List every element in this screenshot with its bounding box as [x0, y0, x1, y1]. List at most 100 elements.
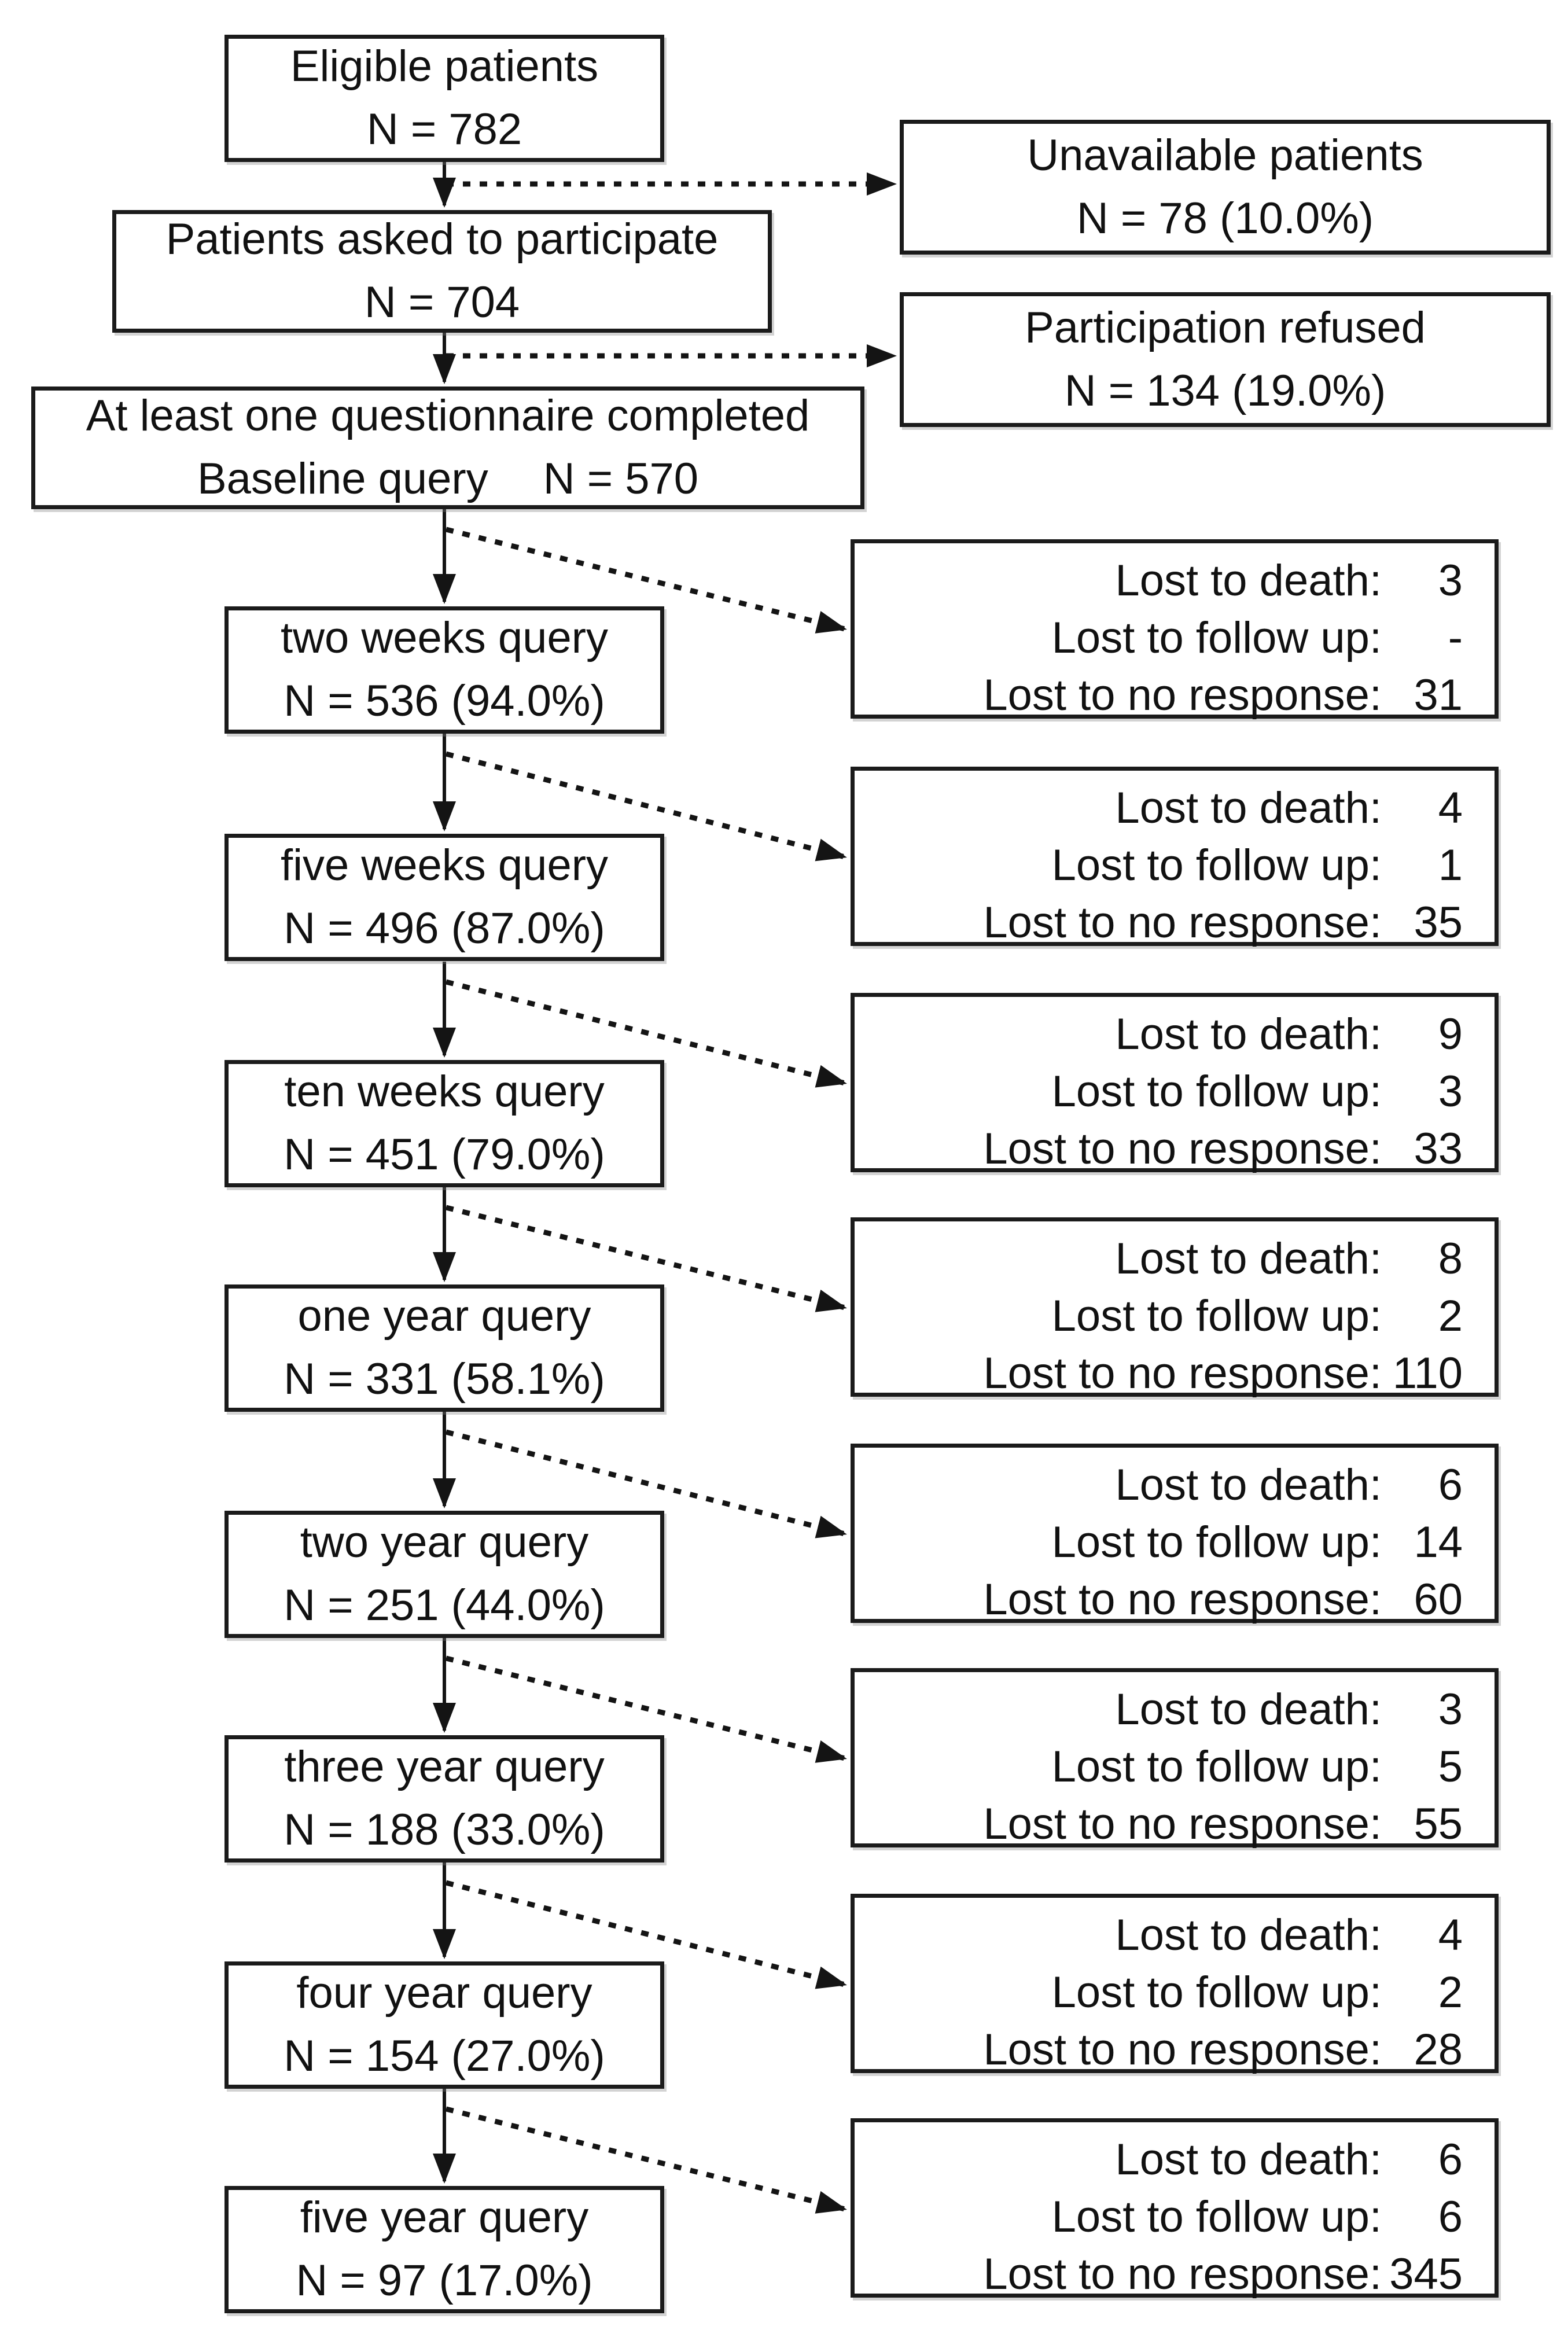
lost-value: 9: [1438, 1010, 1463, 1059]
box-title: Eligible patients: [290, 42, 599, 91]
lost-row-follow-up: Lost to follow up: 6: [878, 2189, 1463, 2246]
lost-label: Lost to no response:: [983, 2249, 1382, 2299]
lost-box-two-year: Lost to death: 6 Lost to follow up: 14 L…: [851, 1444, 1499, 1624]
lost-row-death: Lost to death: 6: [878, 2132, 1463, 2189]
lost-value: 14: [1414, 1517, 1463, 1567]
lost-row-follow-up: Lost to follow up: 2: [878, 1964, 1463, 2022]
lost-box-two-weeks: Lost to death: 3 Lost to follow up: - Lo…: [851, 539, 1499, 720]
lost-label: Lost to follow up:: [1051, 1291, 1382, 1341]
lost-row-follow-up: Lost to follow up: 5: [878, 1739, 1463, 1796]
baseline-query-box: At least one questionnaire completed Bas…: [31, 387, 864, 509]
stage-title: four year query: [296, 1968, 592, 2018]
lost-row-follow-up: Lost to follow up: 14: [878, 1514, 1463, 1571]
lost-value: 5: [1438, 1742, 1463, 1791]
lost-value: 6: [1438, 1460, 1463, 1510]
lost-value: 60: [1414, 1574, 1463, 1624]
box-title: Unavailable patients: [1027, 130, 1423, 180]
lost-value: 31: [1414, 670, 1463, 720]
lost-value: 8: [1438, 1234, 1463, 1283]
stage-box-ten-weeks: ten weeks query N = 451 (79.0%): [224, 1060, 664, 1187]
lost-row-death: Lost to death: 3: [878, 1681, 1463, 1739]
lost-value: 110: [1392, 1348, 1463, 1398]
lost-row-death: Lost to death: 6: [878, 1457, 1463, 1514]
baseline-second-line: Baseline query N = 570: [197, 451, 698, 508]
lost-box-one-year: Lost to death: 8 Lost to follow up: 2 Lo…: [851, 1217, 1499, 1398]
stage-title: three year query: [284, 1742, 605, 1792]
box-title: Patients asked to participate: [165, 215, 719, 264]
stage-box-three-year: three year query N = 188 (33.0%): [224, 1735, 664, 1863]
stage-n: N = 251 (44.0%): [284, 1581, 605, 1630]
lost-label: Lost to death:: [1115, 1685, 1382, 1734]
stage-box-four-year: four year query N = 154 (27.0%): [224, 1961, 664, 2089]
box-n: N = 78 (10.0%): [1076, 193, 1374, 243]
stage-box-one-year: one year query N = 331 (58.1%): [224, 1284, 664, 1412]
lost-row-follow-up: Lost to follow up: 1: [878, 837, 1463, 895]
lost-row-death: Lost to death: 3: [878, 553, 1463, 610]
lost-box-ten-weeks: Lost to death: 9 Lost to follow up: 3 Lo…: [851, 993, 1499, 1173]
lost-value: 1: [1438, 840, 1463, 890]
stage-n: N = 451 (79.0%): [284, 1130, 605, 1179]
lost-label: Lost to follow up:: [1051, 1066, 1382, 1116]
baseline-label: Baseline query: [197, 454, 488, 503]
lost-label: Lost to follow up:: [1051, 1517, 1382, 1567]
unavailable-patients-box: Unavailable patients N = 78 (10.0%): [900, 120, 1551, 255]
stage-title: two weeks query: [280, 613, 609, 663]
lost-value: 35: [1414, 897, 1463, 947]
lost-box-five-year: Lost to death: 6 Lost to follow up: 6 Lo…: [851, 2118, 1499, 2299]
lost-row-follow-up: Lost to follow up: 3: [878, 1063, 1463, 1121]
lost-value: 345: [1389, 2249, 1463, 2299]
lost-row-no-response: Lost to no response: 60: [878, 1571, 1463, 1629]
lost-value: 3: [1438, 556, 1463, 605]
lost-row-death: Lost to death: 9: [878, 1006, 1463, 1063]
stage-n: N = 188 (33.0%): [284, 1805, 605, 1854]
lost-row-no-response: Lost to no response: 345: [878, 2246, 1463, 2303]
lost-value: 4: [1438, 1911, 1463, 1960]
stage-box-two-year: two year query N = 251 (44.0%): [224, 1511, 664, 1638]
lost-row-no-response: Lost to no response: 110: [878, 1345, 1463, 1403]
lost-box-five-weeks: Lost to death: 4 Lost to follow up: 1 Lo…: [851, 767, 1499, 947]
lost-label: Lost to death:: [1115, 1460, 1382, 1510]
lost-box-three-year: Lost to death: 3 Lost to follow up: 5 Lo…: [851, 1668, 1499, 1849]
lost-value: 6: [1438, 2192, 1463, 2241]
box-title: Participation refused: [1025, 303, 1426, 352]
lost-value: -: [1448, 613, 1463, 662]
lost-value: 2: [1438, 1291, 1463, 1341]
lost-label: Lost to no response:: [983, 670, 1382, 720]
lost-value: 4: [1438, 783, 1463, 833]
stage-title: one year query: [297, 1291, 591, 1341]
lost-row-death: Lost to death: 8: [878, 1231, 1463, 1288]
lost-label: Lost to death:: [1115, 783, 1382, 833]
lost-row-death: Lost to death: 4: [878, 780, 1463, 837]
lost-box-four-year: Lost to death: 4 Lost to follow up: 2 Lo…: [851, 1894, 1499, 2074]
lost-row-no-response: Lost to no response: 35: [878, 895, 1463, 952]
eligible-patients-box: Eligible patients N = 782: [224, 35, 664, 162]
lost-value: 6: [1438, 2135, 1463, 2184]
lost-label: Lost to no response:: [983, 1574, 1382, 1624]
lost-label: Lost to follow up:: [1051, 1742, 1382, 1791]
lost-value: 33: [1414, 1124, 1463, 1173]
lost-label: Lost to no response:: [983, 897, 1382, 947]
lost-label: Lost to death:: [1115, 1911, 1382, 1960]
lost-value: 2: [1438, 1967, 1463, 2017]
box-n: N = 134 (19.0%): [1064, 366, 1386, 415]
lost-label: Lost to no response:: [983, 1799, 1382, 1849]
lost-label: Lost to no response:: [983, 1348, 1382, 1398]
stage-n: N = 496 (87.0%): [284, 904, 605, 953]
stage-n: N = 97 (17.0%): [296, 2256, 593, 2305]
box-n: N = 704: [364, 278, 520, 327]
lost-value: 3: [1438, 1066, 1463, 1116]
stage-n: N = 154 (27.0%): [284, 2031, 605, 2081]
lost-row-follow-up: Lost to follow up: -: [878, 610, 1463, 667]
stage-title: ten weeks query: [284, 1067, 605, 1117]
stage-n: N = 536 (94.0%): [284, 676, 605, 726]
lost-row-follow-up: Lost to follow up: 2: [878, 1288, 1463, 1345]
lost-label: Lost to follow up:: [1051, 1967, 1382, 2017]
lost-row-no-response: Lost to no response: 31: [878, 667, 1463, 724]
stage-title: five year query: [300, 2193, 589, 2243]
lost-label: Lost to follow up:: [1051, 2192, 1382, 2241]
box-title: At least one questionnaire completed: [86, 391, 810, 441]
lost-label: Lost to no response:: [983, 2025, 1382, 2074]
patients-asked-box: Patients asked to participate N = 704: [112, 210, 772, 333]
lost-value: 28: [1414, 2025, 1463, 2074]
